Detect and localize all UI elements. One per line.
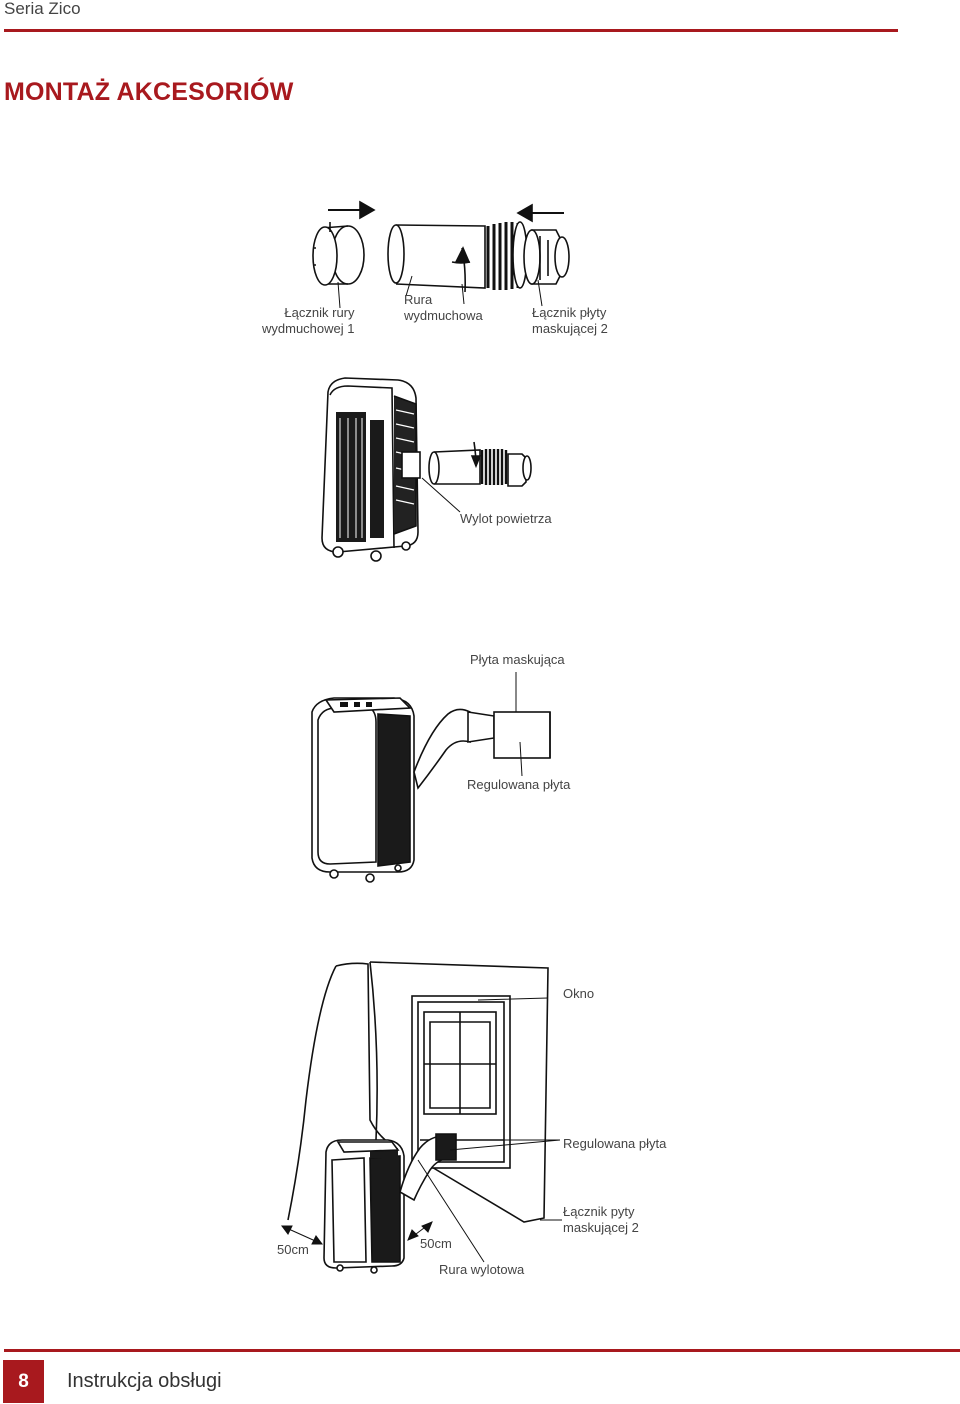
footer-rule [4,1349,960,1352]
label-connector-1: Łącznik rury wydmuchowej 1 [262,305,355,336]
label-window: Okno [563,986,595,1001]
fig4-hose-illustration [399,1133,561,1263]
label-exhaust-pipe: Rura wydmuchowa [404,292,483,323]
series-header: Seria Zico [4,0,81,18]
label-outlet-pipe: Rura wylotowa [439,1262,525,1277]
fig4-unit-illustration [323,1139,405,1274]
label-distance-left: 50cm [277,1242,309,1257]
header-rule [4,29,898,32]
label-connector-2: Łącznik płyty maskującej 2 [532,305,608,336]
page-number: 8 [3,1360,44,1403]
fig3-unit-illustration [311,697,415,883]
label-mask-plate: Płyta maskująca [470,652,565,667]
label-distance-right: 50cm [420,1236,452,1251]
label-air-outlet: Wylot powietrza [460,511,552,526]
footer-title: Instrukcja obsługi [67,1370,222,1392]
fig1-exhaust-pipe-illustration [387,221,528,293]
fig1-connector-2-illustration [516,203,570,285]
label-connector-plate: Łącznik pyty maskującej 2 [563,1204,639,1235]
fig2-unit-illustration [321,377,421,562]
fig1-connector-1-illustration [312,200,376,286]
label-adjustable-plate: Regulowana płyta [467,777,571,792]
fig2-pipe-illustration [421,441,532,513]
fig4-distance-arrows [281,1219,562,1245]
fig3-hose-and-plate-illustration [413,672,551,790]
label-adjustable-plate-2: Regulowana płyta [563,1136,667,1151]
section-title: MONTAŻ AKCESORIÓW [4,78,294,106]
fig4-room-illustration [287,961,560,1223]
